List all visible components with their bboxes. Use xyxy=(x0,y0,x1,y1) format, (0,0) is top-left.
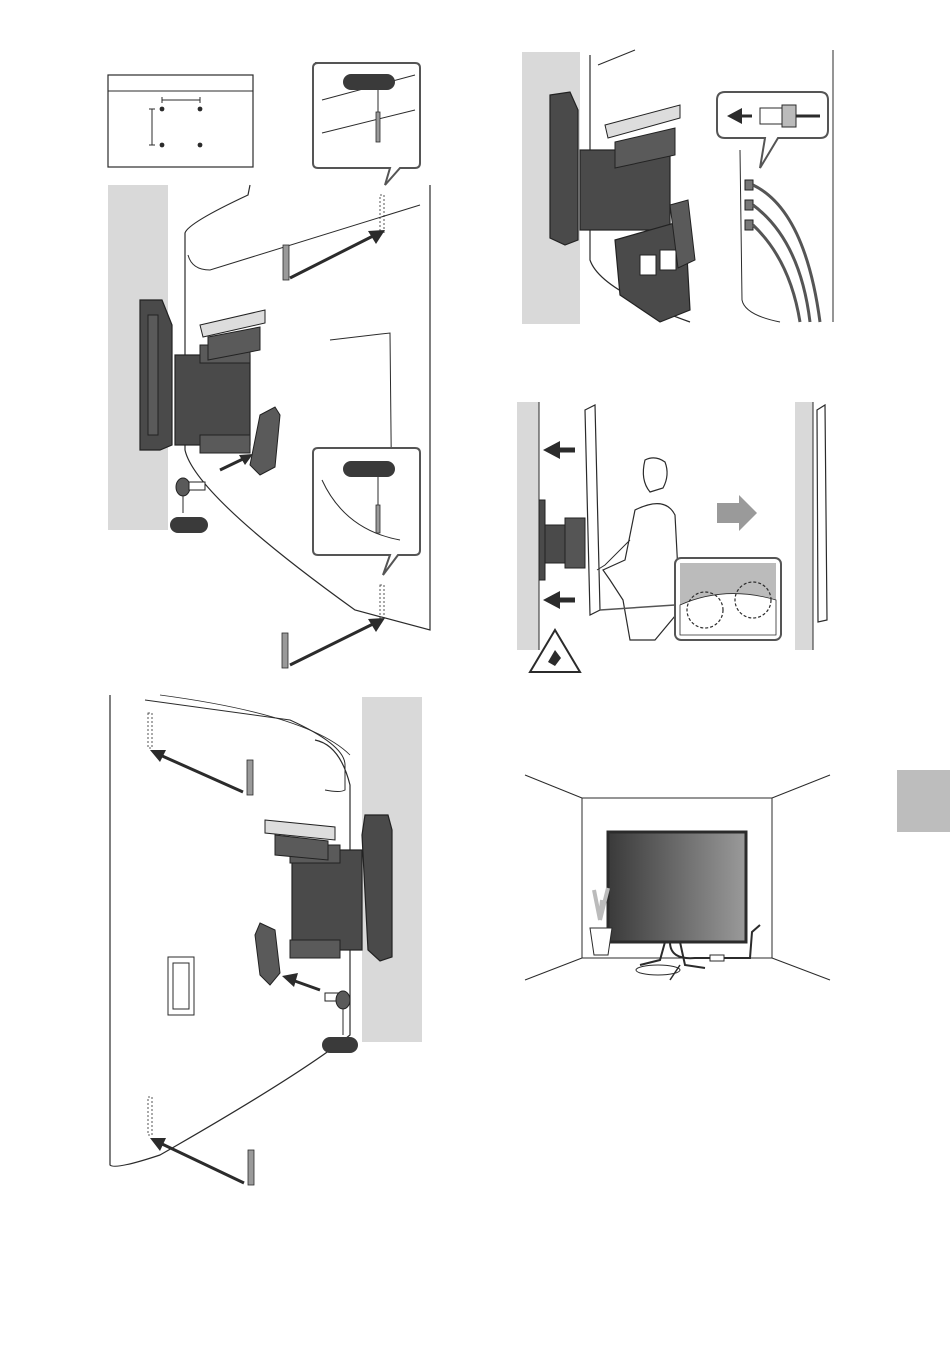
hdmi-plug-icon xyxy=(717,92,828,168)
arrow-icon xyxy=(282,973,320,990)
figure-cable-connect-drawing xyxy=(520,50,840,330)
figure-push-to-wall-drawing xyxy=(515,400,845,680)
callout-zoom-icon xyxy=(313,63,420,185)
section-tab-marker xyxy=(897,770,950,832)
arrow-icon xyxy=(150,1138,244,1183)
wall-shade xyxy=(517,402,539,650)
arrow-icon xyxy=(220,454,253,470)
arrow-icon xyxy=(290,618,385,665)
figure-mount-left-drawing xyxy=(100,55,440,685)
cable-icon xyxy=(745,180,820,322)
arrow-icon xyxy=(717,495,757,531)
screw-icon xyxy=(170,478,208,533)
callout-zoom-icon xyxy=(313,448,420,575)
wall-bracket-icon xyxy=(140,300,280,475)
figure-mount-left xyxy=(100,55,440,685)
figure-push-to-wall xyxy=(515,400,845,680)
wall-shade xyxy=(795,402,813,650)
person-icon xyxy=(597,458,680,640)
arrow-icon xyxy=(290,230,385,278)
screw-icon xyxy=(322,991,358,1053)
arrow-icon xyxy=(150,750,243,792)
figure-mount-right xyxy=(100,695,430,1195)
figure-cable-connect xyxy=(520,50,840,330)
vesa-hole-pattern-icon xyxy=(108,75,253,167)
wall-bracket-icon xyxy=(539,500,585,580)
figure-room-view xyxy=(520,770,835,990)
figure-room-view-drawing xyxy=(520,770,835,990)
figure-mount-right-drawing xyxy=(100,695,430,1195)
